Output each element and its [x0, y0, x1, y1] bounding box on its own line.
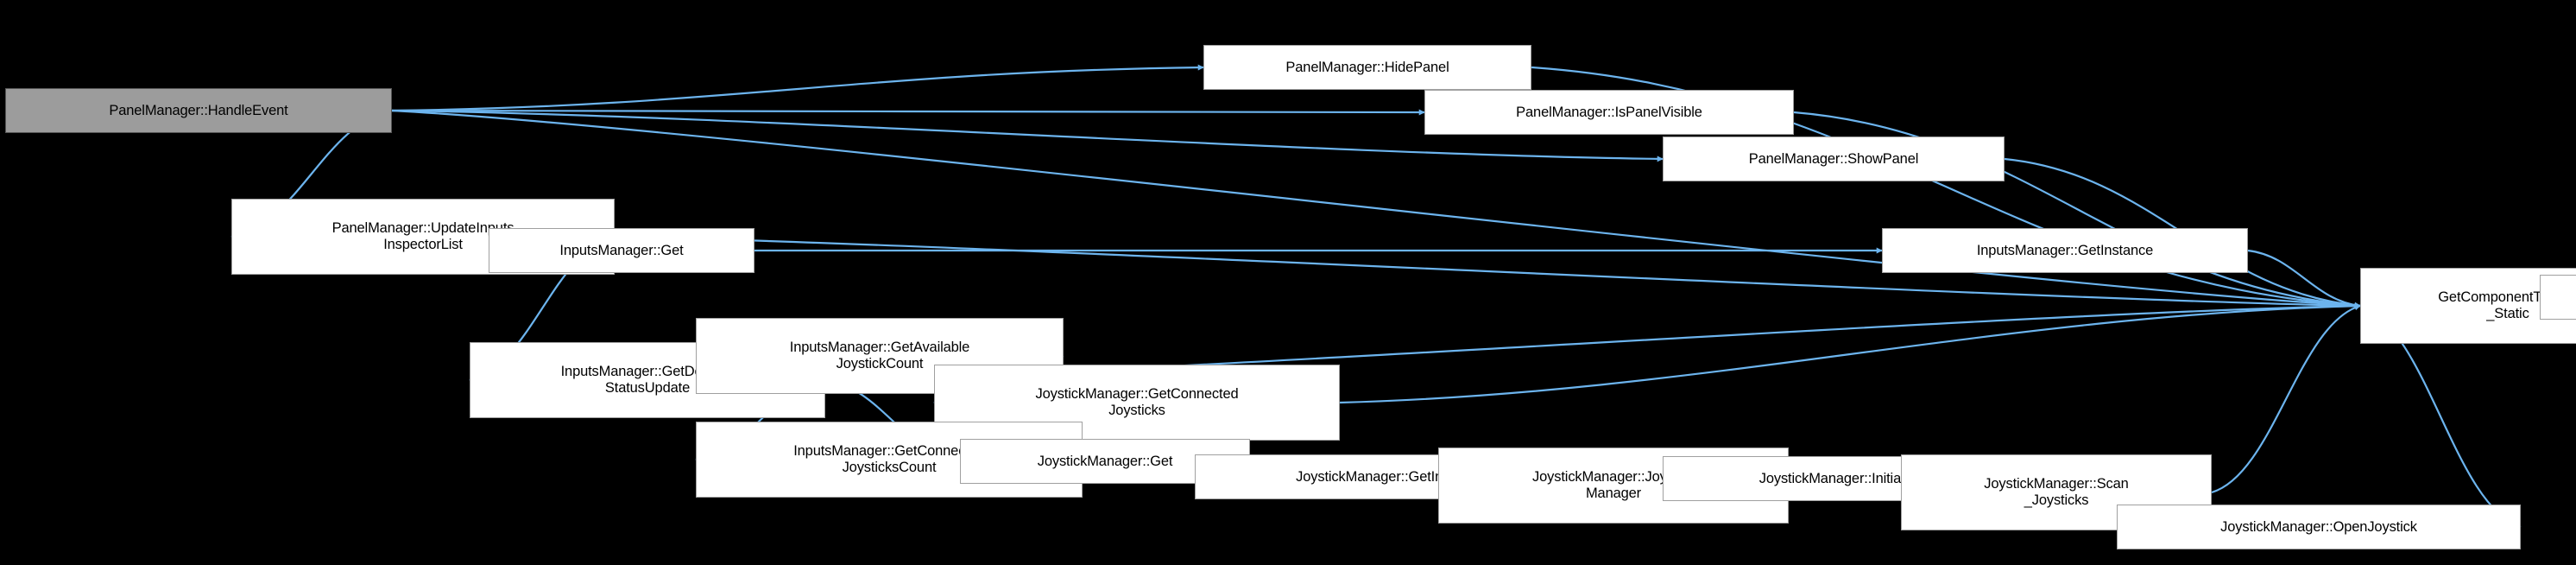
edge-inputsGetInstance-to-getCompTypeIdStatic [2247, 249, 2361, 308]
graph-node-showPanel[interactable]: PanelManager::ShowPanel [1663, 136, 2005, 181]
edge-getConnJoysticks-to-getCompTypeIdStatic [1339, 302, 2361, 404]
edge-handleEvent-to-hidePanel [391, 64, 1204, 112]
graph-node-label: InputsManager::GetInstance [1976, 242, 2154, 258]
graph-node-label: PanelManager::ShowPanel [1748, 150, 1919, 167]
graph-node-label: JoystickManager::Get [1037, 453, 1173, 469]
graph-node-label: JoystickManager::Initialize [1758, 470, 1923, 486]
graph-node-label: JoystickManager::OpenJoystick [2220, 518, 2417, 535]
graph-node-label: PanelManager::HidePanel [1285, 59, 1449, 75]
graph-node-handleEvent[interactable]: PanelManager::HandleEvent [5, 88, 392, 133]
edge-scanJoysticks-to-getCompTypeIdStatic [2211, 304, 2361, 494]
graph-node-inputsGetInstance[interactable]: InputsManager::GetInstance [1882, 228, 2248, 273]
graph-node-label: PanelManager::HandleEvent [109, 102, 288, 118]
graph-node-openJoystick[interactable]: JoystickManager::OpenJoystick [2117, 505, 2521, 549]
graph-node-getCompTypeId[interactable]: GetComponentTypeID [2540, 275, 2576, 320]
graph-node-label: InputsManager::Get [559, 242, 684, 258]
graph-node-hidePanel[interactable]: PanelManager::HidePanel [1203, 45, 1531, 90]
graph-node-label: InputsManager::GetConnected JoysticksCou… [793, 443, 985, 475]
graph-node-label: PanelManager::IsPanelVisible [1516, 104, 1702, 120]
edge-handleEvent-to-isPanelVisible [391, 109, 1425, 116]
graph-node-label: JoystickManager::GetInstance [1296, 468, 1484, 485]
graph-node-inputsGet[interactable]: InputsManager::Get [489, 228, 754, 273]
graph-node-label: JoystickManager::GetConnected Joysticks [1035, 386, 1239, 418]
edge-handleEvent-to-getCompTypeIdStatic [391, 109, 2361, 309]
graph-node-label: JoystickManager::Scan _Joysticks [1984, 476, 2129, 508]
graph-node-isPanelVisible[interactable]: PanelManager::IsPanelVisible [1424, 90, 1794, 135]
graph-node-label: PanelManager::UpdateInputs InspectorList [331, 220, 515, 252]
